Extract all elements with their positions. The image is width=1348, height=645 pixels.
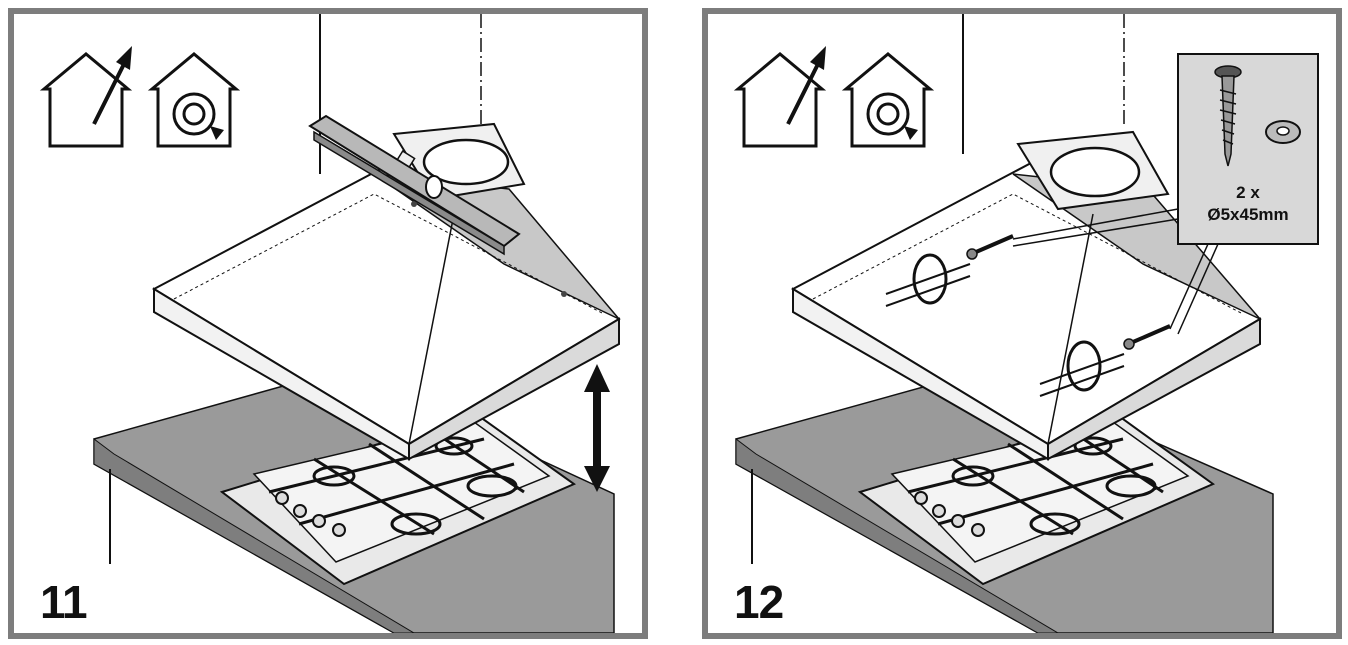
callout-leader [1169, 243, 1209, 330]
callout-label: 2 x Ø5x45mm [1178, 182, 1318, 226]
callout-leader [1012, 208, 1179, 240]
gas-hob [857, 412, 1216, 586]
spirit-level-icon [308, 114, 521, 256]
step-11-panel: 11 [8, 8, 648, 639]
step-11-illustration [39, 14, 621, 633]
screw-size: Ø5x45mm [1207, 205, 1289, 224]
cooker-hood [790, 130, 1262, 461]
screw-quantity: 2 x [1236, 183, 1260, 202]
ducted-mode-icon [733, 46, 827, 148]
wall-plug-icon [885, 253, 1125, 397]
recirculation-mode-icon [841, 52, 935, 148]
ducted-mode-icon [39, 46, 133, 148]
hardware-callout [1177, 53, 1319, 245]
step-number: 12 [734, 576, 784, 628]
callout-leader [1012, 218, 1179, 247]
callout-leader [1177, 243, 1219, 335]
step-number: 11 [40, 576, 88, 628]
step-12-panel: 2 x Ø5x45mm 12 [702, 8, 1342, 639]
recirculation-mode-icon [147, 52, 241, 148]
gas-hob [219, 412, 577, 586]
height-arrow-icon [584, 364, 610, 492]
step-12-illustration [733, 14, 1319, 633]
screw-icon [966, 234, 1171, 350]
screw-icon [1214, 65, 1242, 167]
washer-icon [1265, 120, 1301, 144]
